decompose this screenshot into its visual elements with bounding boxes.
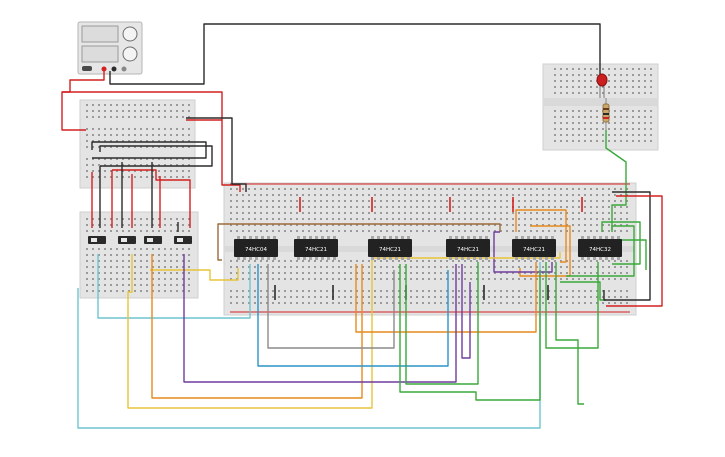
ic-chip-label: 74HC21 [523, 247, 545, 253]
ic-chip-label: 74HC21 [457, 247, 479, 253]
ic-chip-label: 74HC32 [589, 247, 611, 253]
resistor[interactable] [602, 98, 610, 130]
wires [61, 23, 663, 429]
ic-chip[interactable]: 74HC21 [368, 236, 412, 260]
toggle-switch[interactable] [88, 236, 106, 244]
led-indicator[interactable] [596, 73, 608, 98]
red-jumpers-top [299, 197, 583, 212]
ic-chip[interactable]: 74HC04 [234, 236, 278, 260]
power-supply[interactable] [77, 21, 143, 75]
breadboard-main[interactable] [223, 182, 637, 316]
ic-chip-array: 74HC04 74HC21 74HC21 74HC21 74HC21 74HC32 [234, 236, 622, 260]
switch-array [88, 236, 192, 244]
ic-chip-label: 74HC04 [245, 247, 267, 253]
ic-chip[interactable]: 74HC21 [512, 236, 556, 260]
ic-chip-label: 74HC21 [305, 247, 327, 253]
ic-chip[interactable]: 74HC21 [294, 236, 338, 260]
ic-chip[interactable]: 74HC21 [446, 236, 490, 260]
toggle-switch[interactable] [174, 236, 192, 244]
breadboard-led[interactable] [542, 63, 659, 151]
ic-chip[interactable]: 74HC32 [578, 236, 622, 260]
toggle-switch[interactable] [144, 236, 162, 244]
breadboard-small-top[interactable] [79, 99, 196, 189]
ic-chip-label: 74HC21 [379, 247, 401, 253]
toggle-switch[interactable] [118, 236, 136, 244]
